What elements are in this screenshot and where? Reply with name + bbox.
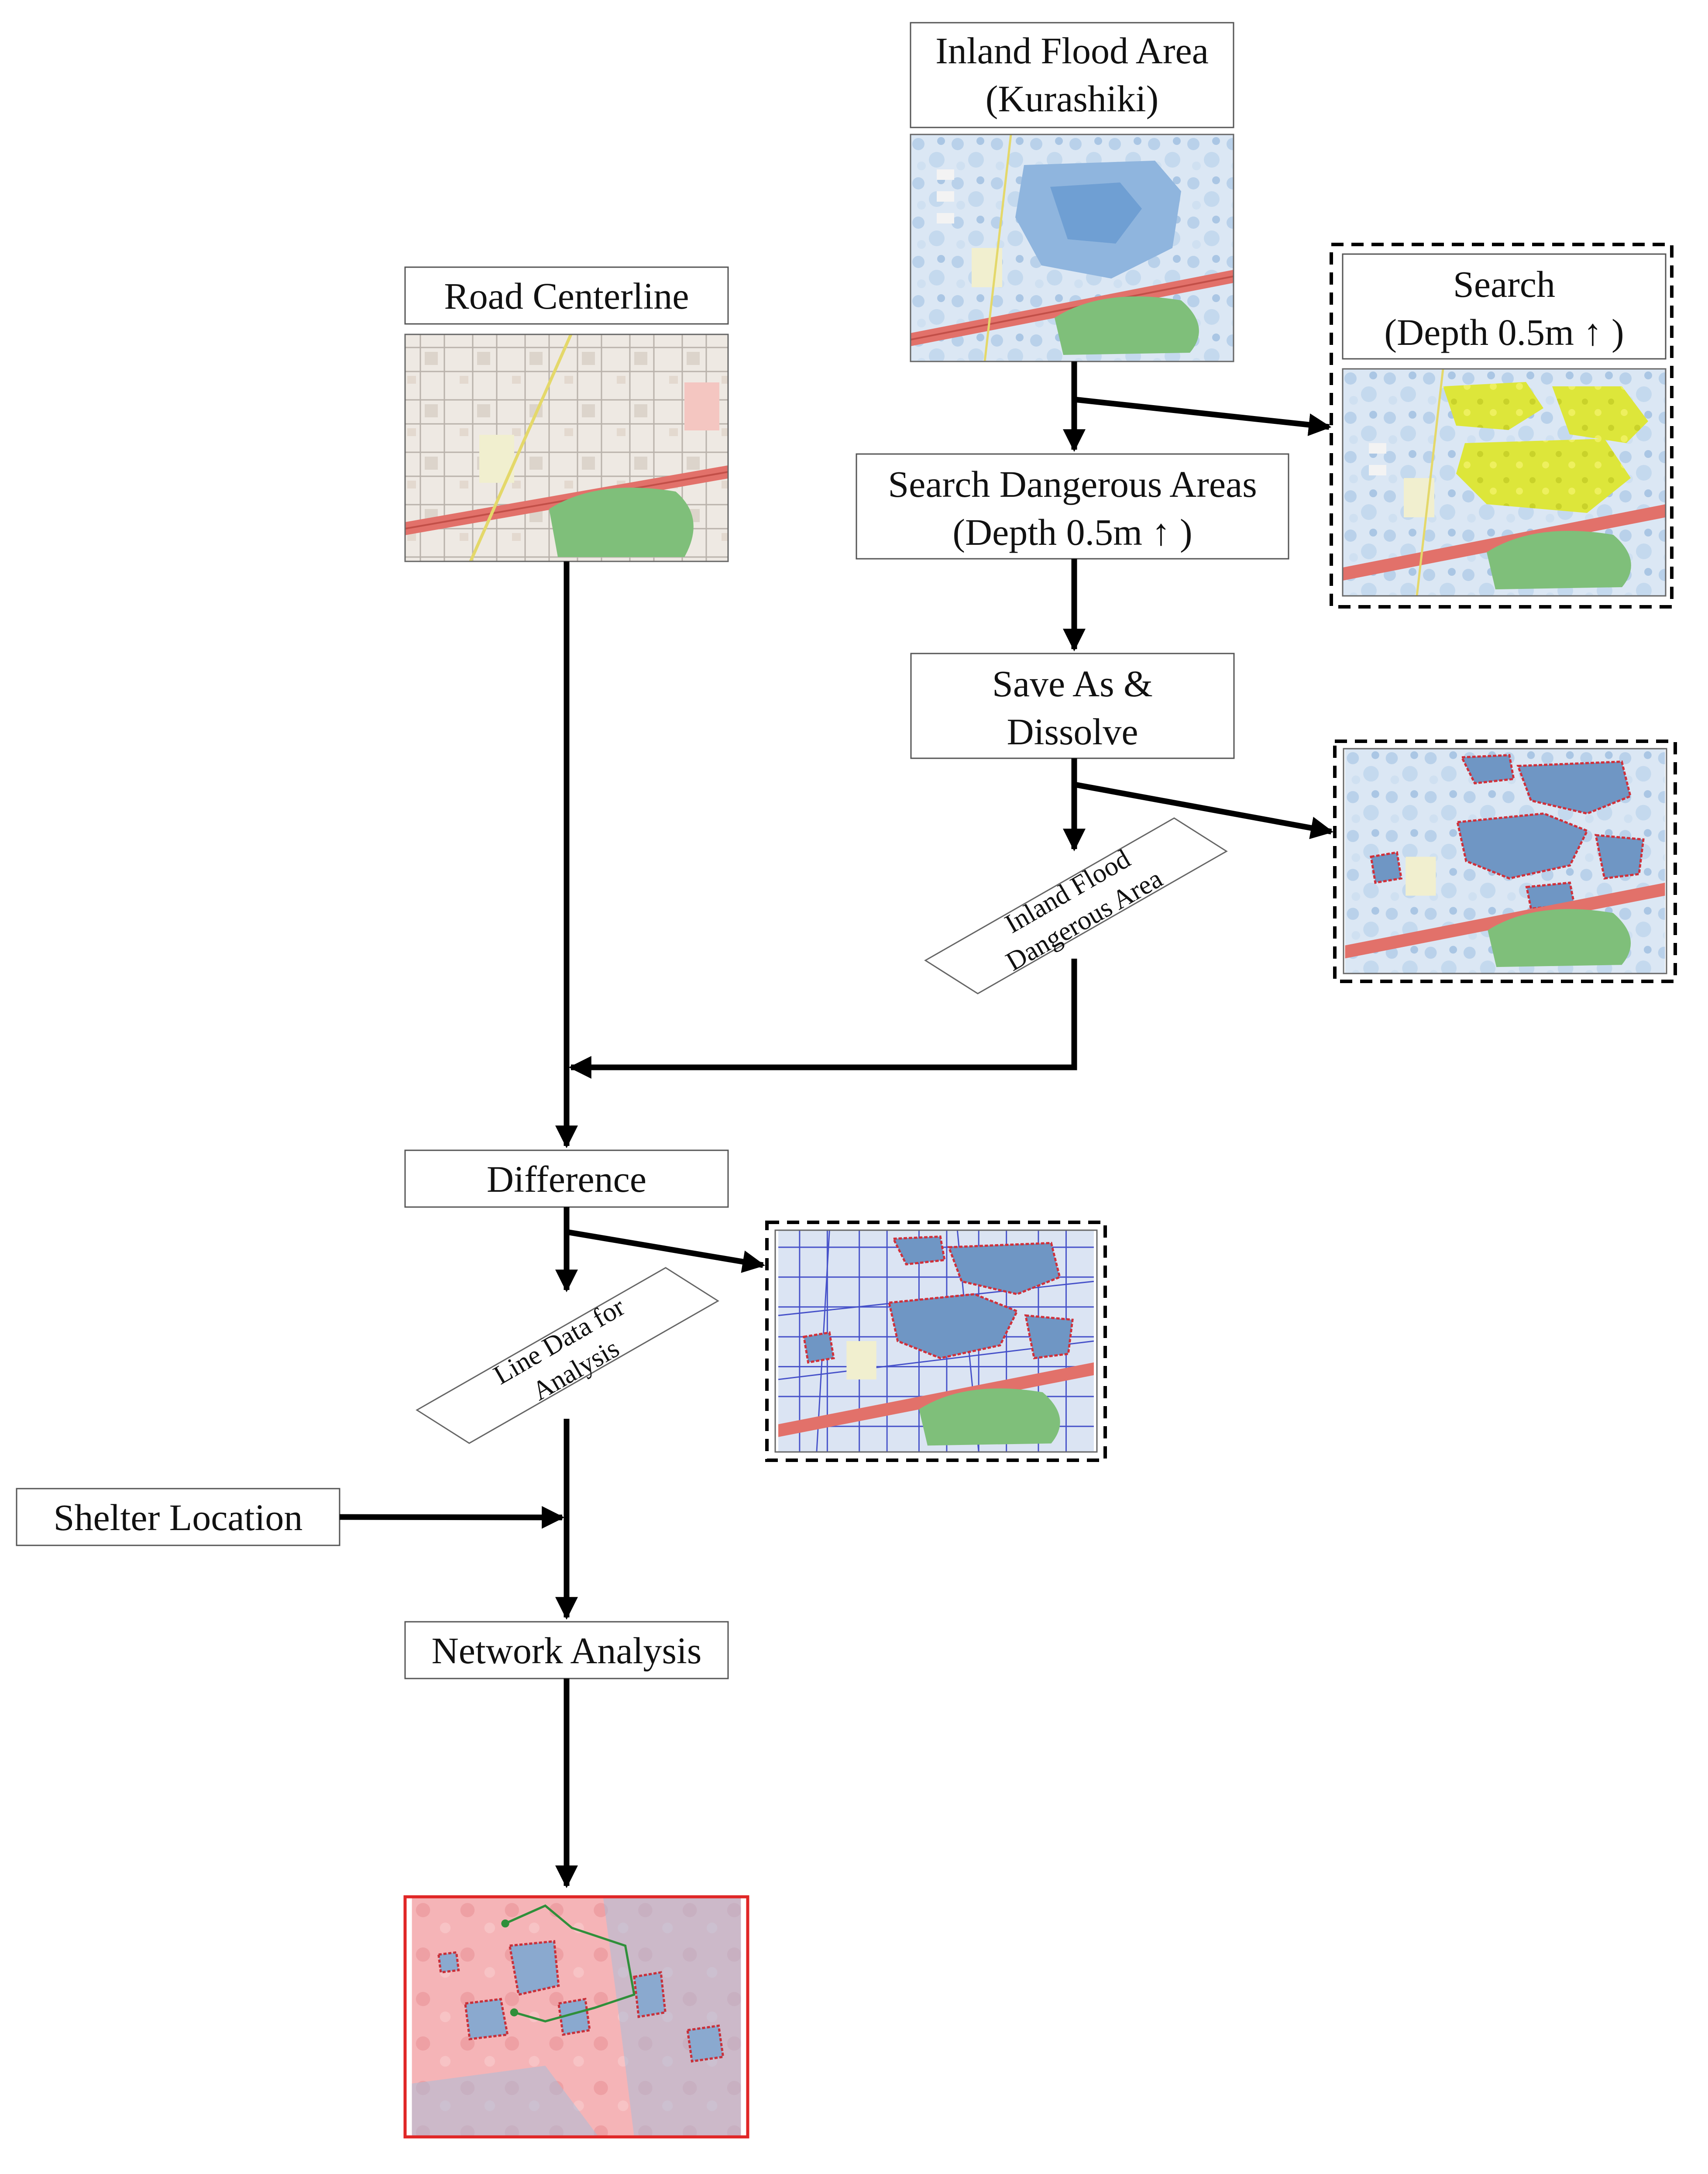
save-as-dissolve-node: Save As & Dissolve bbox=[910, 653, 1235, 759]
search-title: Search bbox=[1453, 263, 1555, 305]
arrow-flood-to-search-panel bbox=[1074, 396, 1332, 436]
arrow-difference-to-panel bbox=[566, 1229, 766, 1273]
shelter-location-node: Shelter Location bbox=[16, 1488, 340, 1546]
inland-flood-area-subtitle: (Kurashiki) bbox=[986, 78, 1158, 120]
difference-result-panel bbox=[765, 1221, 1107, 1462]
difference-node: Difference bbox=[404, 1149, 729, 1208]
road-centerline-label: Road Centerline bbox=[444, 275, 689, 317]
inland-flood-map-thumbnail bbox=[910, 134, 1234, 362]
search-dangerous-areas-title: Search Dangerous Areas bbox=[888, 463, 1257, 505]
shelter-location-label: Shelter Location bbox=[54, 1496, 303, 1538]
dissolve-result-panel bbox=[1333, 740, 1677, 983]
inland-flood-area-title: Inland Flood Area bbox=[935, 30, 1209, 72]
save-as-dissolve-line1: Save As & bbox=[992, 663, 1153, 705]
search-dangerous-areas-subtitle: (Depth 0.5m ↑ ) bbox=[952, 511, 1192, 553]
search-dangerous-areas-node: Search Dangerous Areas (Depth 0.5m ↑ ) bbox=[856, 453, 1289, 560]
search-subtitle: (Depth 0.5m ↑ ) bbox=[1384, 311, 1624, 353]
save-as-dissolve-line2: Dissolve bbox=[1007, 711, 1138, 753]
network-analysis-label: Network Analysis bbox=[432, 1630, 702, 1672]
arrow-danger-to-junction bbox=[568, 959, 1077, 1079]
search-result-panel: Search (Depth 0.5m ↑ ) bbox=[1330, 243, 1674, 609]
network-analysis-result-map bbox=[403, 1895, 749, 2139]
flow-arrows bbox=[339, 361, 1334, 1888]
difference-label: Difference bbox=[487, 1158, 646, 1200]
network-analysis-node: Network Analysis bbox=[404, 1621, 729, 1679]
inland-flood-area-node: Inland Flood Area (Kurashiki) bbox=[910, 22, 1234, 128]
arrow-save-to-dissolve-panel bbox=[1073, 781, 1334, 839]
road-centerline-map-thumbnail bbox=[404, 334, 729, 562]
road-centerline-node: Road Centerline bbox=[404, 266, 729, 325]
line-data-for-analysis-data: Line Data for Analysis bbox=[416, 1267, 719, 1444]
